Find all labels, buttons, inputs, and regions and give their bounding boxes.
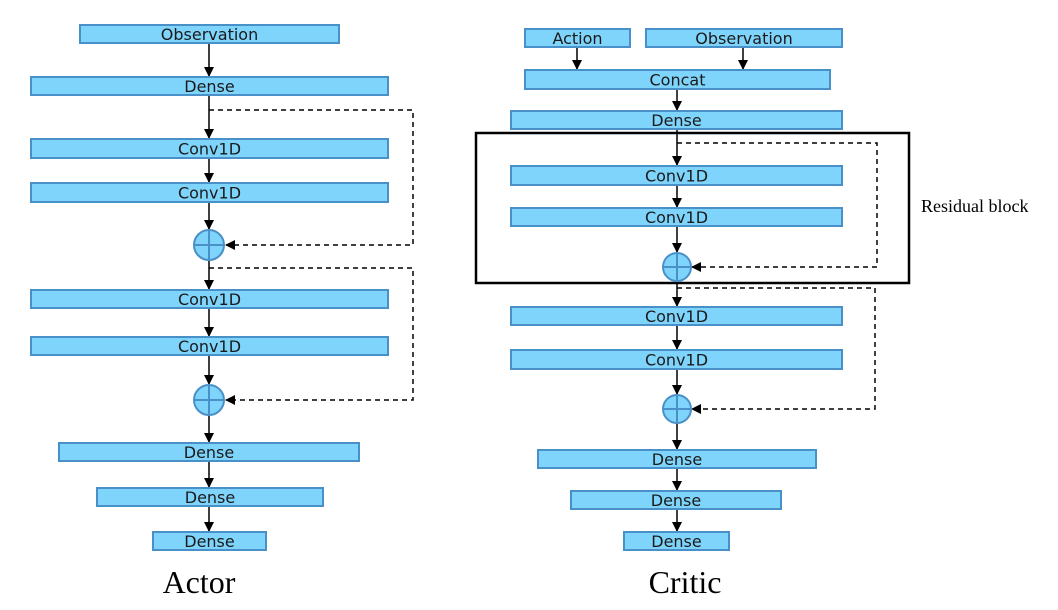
critic-layer-0-label: Action (552, 29, 602, 48)
critic-layer-10-label: Dense (651, 532, 701, 551)
critic-layer-5-box (510, 207, 843, 227)
actor-layer-8-box (152, 531, 267, 551)
actor-add-0-icon (193, 229, 225, 261)
critic-layer-7-label: Conv1D (645, 351, 708, 370)
critic-layer-7-box (510, 349, 843, 370)
actor-layer-6-label: Dense (184, 443, 234, 462)
actor-layer-0-box (79, 24, 340, 44)
critic-layer-2-box (524, 69, 831, 90)
actor-layer-2-label: Conv1D (178, 140, 241, 159)
critic-layer-9-label: Dense (651, 491, 701, 510)
critic-layer-9-box (570, 490, 782, 510)
actor-layer-1-box (30, 76, 389, 96)
actor-layer-7-box (96, 487, 324, 507)
actor-skip-1 (209, 109, 414, 250)
critic-layer-8-box (537, 449, 817, 469)
actor-layer-6-box (58, 442, 360, 462)
critic-layer-8-label: Dense (652, 450, 702, 469)
actor-layer-4-box (30, 289, 389, 309)
actor-layer-8-label: Dense (184, 532, 234, 551)
actor-layer-2-box (30, 138, 389, 159)
actor-layer-5-box (30, 336, 389, 356)
critic-layer-5-label: Conv1D (645, 208, 708, 227)
critic-caption: Critic (649, 564, 722, 600)
actor-layer-4-label: Conv1D (178, 290, 241, 309)
actor-skip-2 (209, 267, 414, 405)
actor-caption: Actor (163, 564, 236, 600)
residual-block-frame (474, 131, 911, 285)
critic-add-1-icon (662, 394, 692, 424)
actor-layer-3-label: Conv1D (178, 184, 241, 203)
critic-layer-4-box (510, 165, 843, 186)
critic-layer-3-label: Dense (651, 111, 701, 130)
actor-add-1-icon (193, 384, 225, 416)
critic-layer-4-label: Conv1D (645, 167, 708, 186)
critic-add-0-icon (662, 252, 692, 282)
actor-layer-0-label: Observation (161, 25, 258, 44)
actor-layer-1-label: Dense (184, 77, 234, 96)
critic-layer-6-label: Conv1D (645, 307, 708, 326)
actor-layer-3-box (30, 182, 389, 203)
actor-layer-5-label: Conv1D (178, 337, 241, 356)
critic-layer-0-box (524, 28, 631, 48)
critic-layer-2-label: Concat (650, 71, 706, 90)
residual-block-annotation: Residual block (921, 196, 1028, 216)
critic-layer-10-box (623, 531, 730, 551)
critic-layer-3-box (510, 110, 843, 130)
critic-layer-6-box (510, 306, 843, 326)
critic-skip-2 (677, 287, 876, 414)
critic-skip-1 (677, 142, 878, 272)
critic-layer-1-label: Observation (695, 29, 792, 48)
actor-layer-7-label: Dense (185, 488, 235, 507)
critic-layer-1-box (645, 28, 843, 48)
